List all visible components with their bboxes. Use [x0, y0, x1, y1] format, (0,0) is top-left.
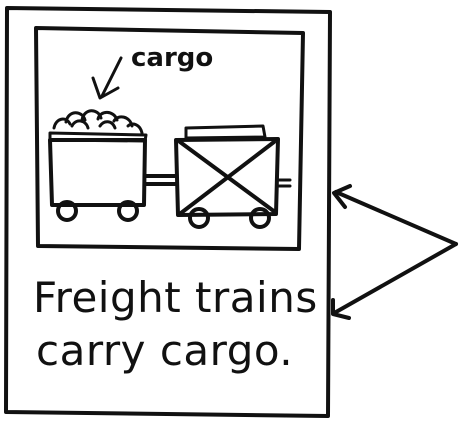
coupler	[145, 176, 176, 184]
wheel-icon	[190, 209, 208, 227]
label-arrow	[93, 58, 121, 98]
pointer-arrows-icon	[333, 186, 456, 318]
open-car	[50, 111, 146, 220]
wheel-icon	[251, 209, 269, 227]
cargo-pile-icon	[54, 111, 142, 133]
caption-line-1: Freight trains	[33, 273, 318, 322]
cargo-label: cargo	[131, 43, 213, 73]
freight-box-car	[176, 126, 290, 227]
caption-line-2: carry cargo.	[36, 326, 293, 375]
